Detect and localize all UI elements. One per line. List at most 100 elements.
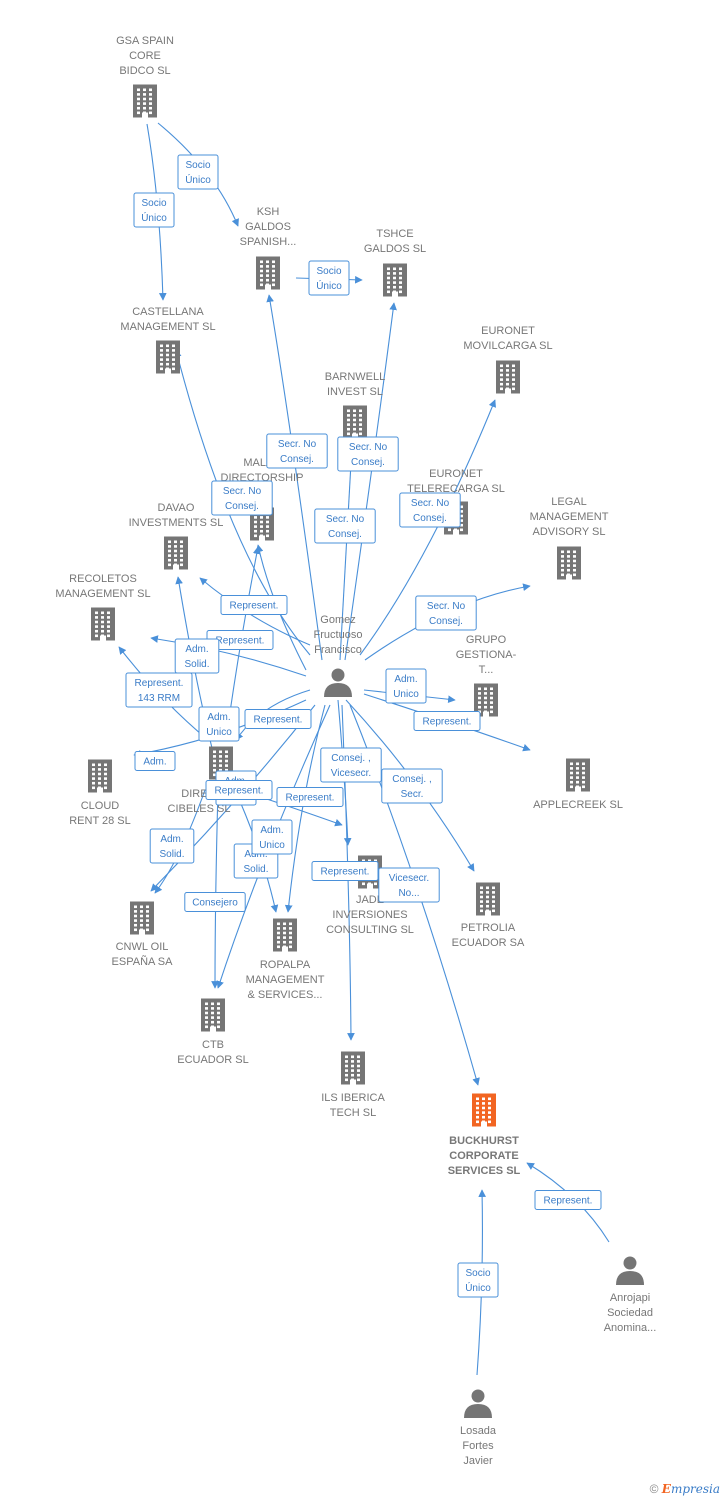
- node-label-line: BUCKHURST: [449, 1135, 519, 1147]
- edge-label-cibeles-cnwl[interactable]: Consejero: [184, 892, 246, 912]
- node-label-line: TSHCE: [376, 228, 413, 240]
- node-applecreek[interactable]: APPLECREEK SL: [533, 758, 623, 812]
- edge-label-cibeles-davao[interactable]: Adm.Solid.: [174, 638, 220, 674]
- edge-label-gomez-ropalpa[interactable]: Represent.: [244, 709, 312, 729]
- edge-label-gomez-jade[interactable]: Represent.: [311, 861, 379, 881]
- node-label-line: TELERECARGA SL: [407, 483, 505, 495]
- edge-label-box: [337, 436, 399, 472]
- edge-label-cibeles-ropalpa[interactable]: Adm.Unico: [251, 819, 293, 855]
- edge-label-box: [184, 892, 246, 912]
- building-icon: [164, 536, 188, 570]
- edge-gomez-legal: [199, 577, 311, 646]
- person-icon: [464, 1389, 492, 1418]
- node-label-line: INVEST SL: [327, 386, 383, 398]
- node-label-line: Sociedad: [607, 1307, 653, 1319]
- building-icon: [343, 405, 367, 439]
- edge-label-gomez-legal[interactable]: Represent.: [220, 595, 288, 615]
- edge-label-box: [399, 492, 461, 528]
- node-label-line: LEGAL: [551, 496, 586, 508]
- edge-label-text: Único: [316, 279, 342, 292]
- node-label-line: & SERVICES...: [248, 989, 323, 1001]
- node-ksh[interactable]: KSHGALDOSSPANISH...: [240, 206, 297, 290]
- building-icon: [383, 263, 407, 297]
- node-label-line: INVESTMENTS SL: [129, 517, 224, 529]
- edge-label-text: Consej. ,: [331, 753, 370, 764]
- edge-label-box: [314, 508, 376, 544]
- edge-label-gomez-petrolia[interactable]: Consej. ,Vicesecr.: [320, 747, 382, 783]
- edge-label-text: Socio: [316, 266, 341, 277]
- edge-label-text: Represent.: [286, 793, 335, 804]
- edge-label-text: Secr.: [401, 789, 424, 800]
- edge-label-cibeles-malak[interactable]: Represent.: [534, 1190, 602, 1210]
- building-icon: [476, 882, 500, 916]
- edge-label-text: Adm.: [143, 757, 166, 768]
- building-icon: [472, 1093, 496, 1127]
- edge-label-text: Secr. No: [326, 514, 365, 525]
- building-icon: [273, 918, 297, 952]
- edge-label-text: Consejero: [192, 898, 238, 909]
- node-label-line: GSA SPAIN: [116, 35, 174, 47]
- edge-label-text: Unico: [206, 727, 232, 738]
- edge-label-text: Represent.: [544, 1196, 593, 1207]
- node-label-line: CORPORATE: [449, 1150, 518, 1162]
- edge-label-gomez-ctb[interactable]: Adm.Unico: [198, 706, 240, 742]
- edge-label-gomez-applecreek[interactable]: Consej. ,Secr.: [381, 768, 443, 804]
- edge-label-cibeles-jade[interactable]: Represent.: [205, 780, 273, 800]
- edge-label-gomez-buckhurst[interactable]: Adm.: [134, 751, 176, 771]
- footer-brand[interactable]: © Empresia: [650, 1482, 720, 1496]
- edge-label-box: [198, 706, 240, 742]
- person-icon: [616, 1256, 644, 1285]
- edge-label-gomez-cnwl[interactable]: Represent.: [276, 787, 344, 807]
- edge-label-text: Secr. No: [278, 439, 317, 450]
- edge-label-gomez-recoletos[interactable]: Adm.Unico: [385, 668, 427, 704]
- edge-label-box: [174, 638, 220, 674]
- edge-label-text: Represent.: [216, 636, 265, 647]
- node-label-line: GRUPO: [466, 634, 507, 646]
- edge-label-gomez-grupo[interactable]: Represent.: [413, 711, 481, 731]
- edge-label-box: [385, 668, 427, 704]
- edge-label-text: Adm.: [160, 834, 183, 845]
- building-icon: [91, 607, 115, 641]
- building-icon: [130, 901, 154, 935]
- edge-label-text: Represent.: [230, 601, 279, 612]
- node-label-line: ILS IBERICA: [321, 1092, 385, 1104]
- node-grupo[interactable]: GRUPOGESTIONA-T...: [456, 634, 517, 717]
- edge-label-text: Único: [465, 1281, 491, 1294]
- building-icon: [566, 758, 590, 792]
- node-anrojapi[interactable]: AnrojapiSociedadAnomina...: [604, 1256, 657, 1335]
- edge-label-text: Solid.: [159, 849, 184, 860]
- edge-label-gomez-ils[interactable]: Vicesecr.No...: [378, 867, 440, 903]
- edge-label-gomez-cibeles[interactable]: Represent.143 RRM: [125, 672, 193, 708]
- edge-label-cibeles-recoletos[interactable]: Adm. Solid.: [149, 828, 195, 864]
- node-label-line: INVERSIONES: [332, 909, 407, 921]
